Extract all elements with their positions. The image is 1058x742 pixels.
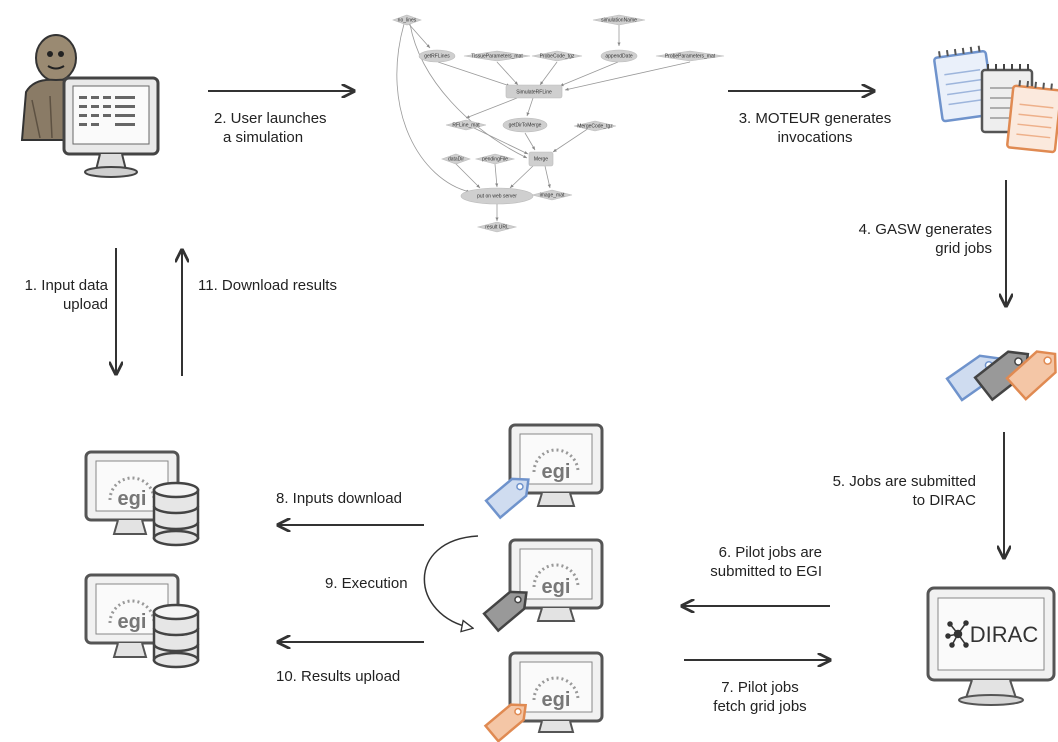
- database-icon: [152, 603, 200, 669]
- egi-storage-server-top: egi: [84, 450, 200, 547]
- step-8-label: 8. Inputs download: [276, 490, 402, 507]
- egi-logo: egi: [542, 576, 571, 598]
- step-11-label: 11. Download results: [198, 277, 337, 294]
- dirac-server-icon: DIRAC: [926, 586, 1056, 706]
- wf-node-simulation-name: simulationName: [601, 18, 637, 24]
- step-7-label: 7. Pilot jobs fetch grid jobs: [713, 679, 807, 715]
- workflow-graph: no_lines simulationName getRFLines Tissu…: [392, 14, 725, 233]
- wf-node-probe-code: ProbeCode_tgz: [540, 54, 575, 60]
- step-4-label: 4. GASW generates grid jobs: [858, 221, 992, 257]
- job-tag-gray-icon: [482, 590, 528, 633]
- dirac-logo-mark: [945, 620, 969, 648]
- wf-node-merge-code: MergeCode_tgz: [577, 124, 613, 130]
- step-10-label: 10. Results upload: [276, 668, 401, 685]
- wf-node-pending-file: pendingFile: [482, 157, 508, 163]
- egi-storage-server-bottom: egi: [84, 573, 200, 669]
- wf-node-image-mat: image_mat: [540, 193, 565, 199]
- grid-jobs-tags-icon: [945, 350, 1057, 402]
- wf-node-rf-line-mat: RFLine_mat: [452, 123, 480, 129]
- invocations-notepads-icon: [933, 45, 1058, 154]
- egi-logo: egi: [118, 488, 147, 510]
- job-tag-orange-icon: [483, 703, 528, 742]
- database-icon: [152, 481, 200, 547]
- wf-node-no-lines: no_lines: [398, 18, 417, 24]
- dirac-logo: DIRAC: [970, 622, 1039, 647]
- wf-node-simulate-rf-line: SimulateRFLine: [516, 90, 552, 96]
- wf-node-merge: Merge: [534, 157, 548, 163]
- step-9-label: 9. Execution: [325, 575, 408, 592]
- step-5-label: 5. Jobs are submitted to DIRAC: [832, 473, 976, 509]
- egi-logo: egi: [542, 689, 571, 711]
- wf-node-get-rf-lines: getRFLines: [424, 54, 450, 60]
- arrow-execution-cycle: [423, 535, 479, 628]
- step-3-label: 3. MOTEUR generates invocations: [738, 110, 892, 146]
- egi-worker-node-2: egi: [482, 538, 604, 633]
- step-6-label: 6. Pilot jobs are submitted to EGI: [710, 544, 822, 580]
- step-2-label: 2. User launches a simulation: [214, 110, 327, 146]
- egi-worker-node-1: egi: [484, 423, 604, 520]
- wf-node-data-dir: dataDir: [448, 157, 464, 163]
- wf-node-get-dir-to-merge: getDirToMerge: [509, 123, 542, 129]
- egi-logo: egi: [542, 461, 571, 483]
- user-computer-icon: [20, 34, 160, 178]
- wf-node-tissue-parameters: TissueParameters_mat: [471, 54, 523, 60]
- wf-node-put-on-web-server: put on web server: [477, 194, 517, 200]
- wf-node-probe-parameters: ProbeParameters_mat: [665, 54, 716, 60]
- job-tag-blue-icon: [484, 477, 530, 520]
- wf-node-result-url: result URL: [485, 225, 509, 231]
- egi-worker-node-3: egi: [483, 651, 604, 742]
- wf-node-append-date: appendDate: [605, 54, 632, 60]
- step-1-label: 1. Input data upload: [24, 277, 108, 313]
- egi-logo: egi: [118, 611, 147, 633]
